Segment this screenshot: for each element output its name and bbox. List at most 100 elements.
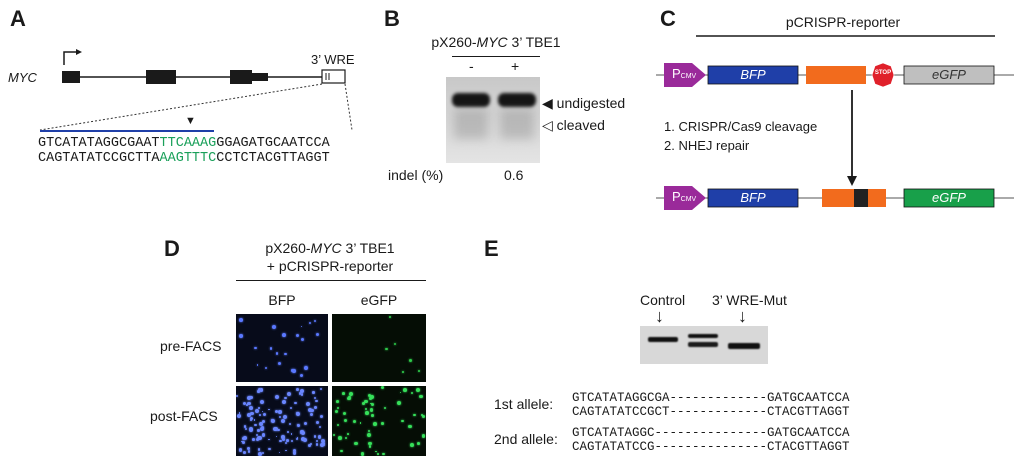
cell-dot bbox=[362, 402, 366, 406]
sequence-bottom-strand: CAGTATATCCGCTTAAAGTTTCCCTCTACGTTAGGT bbox=[38, 151, 330, 166]
cell-dot bbox=[299, 388, 304, 393]
cell-dot bbox=[422, 414, 425, 418]
bfp-label-2: BFP bbox=[740, 190, 766, 205]
cell-dot bbox=[309, 443, 312, 446]
indel-label: indel (%) bbox=[388, 167, 444, 183]
cell-dot bbox=[305, 402, 310, 407]
cell-dot bbox=[303, 437, 308, 442]
cell-dot bbox=[367, 430, 370, 433]
stop-label: STOP bbox=[874, 70, 892, 76]
promoter-label-1: PCMV bbox=[672, 66, 697, 81]
allele-1-label: 1st allele: bbox=[494, 396, 554, 412]
cell-dot bbox=[310, 408, 314, 413]
cell-dot bbox=[268, 447, 271, 451]
cell-dot bbox=[409, 442, 414, 447]
cell-dot bbox=[419, 395, 423, 399]
cell-dot bbox=[409, 359, 412, 363]
col-egfp: eGFP bbox=[360, 292, 398, 308]
cell-dot bbox=[402, 387, 407, 392]
cell-dot bbox=[273, 426, 278, 431]
cell-dot bbox=[254, 423, 257, 427]
gene-name: MYC bbox=[8, 70, 37, 85]
cell-dot bbox=[365, 411, 369, 415]
cell-dot bbox=[368, 393, 372, 397]
cell-dot bbox=[413, 413, 416, 417]
cell-dot bbox=[314, 406, 317, 409]
cell-dot bbox=[301, 436, 305, 441]
egfp-label-2: eGFP bbox=[932, 190, 966, 205]
cell-dot bbox=[257, 448, 261, 451]
microscopy-bfp-post-facs bbox=[236, 386, 328, 456]
cell-dot bbox=[244, 426, 247, 428]
mut-label: 3’ WRE-Mut bbox=[712, 292, 787, 308]
panel-label-b: B bbox=[384, 6, 400, 31]
panelD-title-line2: + pCRISPR-reporter bbox=[266, 258, 394, 274]
cell-dot bbox=[275, 409, 279, 413]
cell-dot bbox=[417, 442, 420, 446]
cell-dot bbox=[333, 434, 336, 437]
cell-dot bbox=[259, 414, 261, 417]
row-pre-facs: pre-FACS bbox=[160, 338, 222, 354]
cell-dot bbox=[282, 438, 285, 441]
cell-dot bbox=[243, 401, 247, 405]
cell-dot bbox=[290, 432, 293, 435]
gel-image-e bbox=[640, 326, 768, 364]
cell-dot bbox=[315, 439, 319, 442]
cell-dot bbox=[284, 352, 287, 356]
cell-dot bbox=[280, 418, 285, 423]
cell-dot bbox=[245, 428, 248, 431]
cell-dot bbox=[253, 419, 256, 421]
cell-dot bbox=[281, 333, 286, 337]
cell-dot bbox=[287, 430, 289, 433]
cell-dot bbox=[299, 374, 303, 378]
cell-dot bbox=[313, 319, 317, 323]
cell-dot bbox=[289, 406, 293, 410]
cell-dot bbox=[279, 416, 282, 419]
cell-dot bbox=[246, 396, 251, 401]
reporter-title: pCRISPR-reporter bbox=[785, 14, 901, 30]
cell-dot bbox=[284, 442, 287, 445]
cell-dot bbox=[261, 451, 265, 455]
panel-label-a: A bbox=[10, 6, 26, 31]
panelD-title-line1: pX260-MYC 3’ TBE1 bbox=[265, 240, 395, 256]
cell-dot bbox=[260, 425, 264, 430]
cell-dot bbox=[255, 433, 258, 436]
cell-dot bbox=[295, 333, 299, 337]
cell-dot bbox=[313, 435, 317, 438]
cell-dot bbox=[308, 444, 311, 447]
cell-dot bbox=[292, 369, 296, 373]
allele-2-top: GTCATATAGGC---------------GATGCAATCCA bbox=[572, 426, 850, 440]
cell-dot bbox=[293, 449, 297, 453]
cell-dot bbox=[265, 366, 268, 369]
cell-dot bbox=[301, 431, 306, 436]
step-1: 1. CRISPR/Cas9 cleavage bbox=[664, 119, 818, 134]
cell-dot bbox=[296, 412, 299, 415]
cell-dot bbox=[258, 421, 263, 426]
cell-dot bbox=[239, 334, 243, 338]
cell-dot bbox=[300, 392, 304, 396]
cell-dot bbox=[250, 419, 253, 421]
reporter-construct-diagram bbox=[656, 35, 1014, 210]
cell-dot bbox=[364, 407, 367, 410]
cell-dot bbox=[382, 452, 386, 456]
cut-marker: ▼ bbox=[185, 115, 196, 127]
cell-dot bbox=[313, 396, 316, 399]
cell-dot bbox=[418, 369, 421, 372]
cell-dot bbox=[373, 421, 377, 426]
cell-dot bbox=[260, 400, 265, 405]
cell-dot bbox=[257, 390, 260, 393]
cell-dot bbox=[292, 451, 296, 455]
cell-dot bbox=[272, 325, 276, 330]
cell-dot bbox=[381, 386, 385, 390]
gene-diagram bbox=[39, 49, 353, 132]
cell-dot bbox=[359, 422, 362, 424]
row-post-facs: post-FACS bbox=[150, 408, 218, 424]
cell-dot bbox=[241, 440, 246, 445]
wre-label: 3’ WRE bbox=[311, 52, 355, 67]
cell-dot bbox=[301, 338, 305, 342]
cell-dot bbox=[261, 410, 264, 413]
pam-target-bottom: AAGTTTC bbox=[159, 151, 217, 166]
cell-dot bbox=[257, 429, 260, 432]
cell-dot bbox=[348, 392, 353, 397]
cell-dot bbox=[315, 420, 320, 424]
